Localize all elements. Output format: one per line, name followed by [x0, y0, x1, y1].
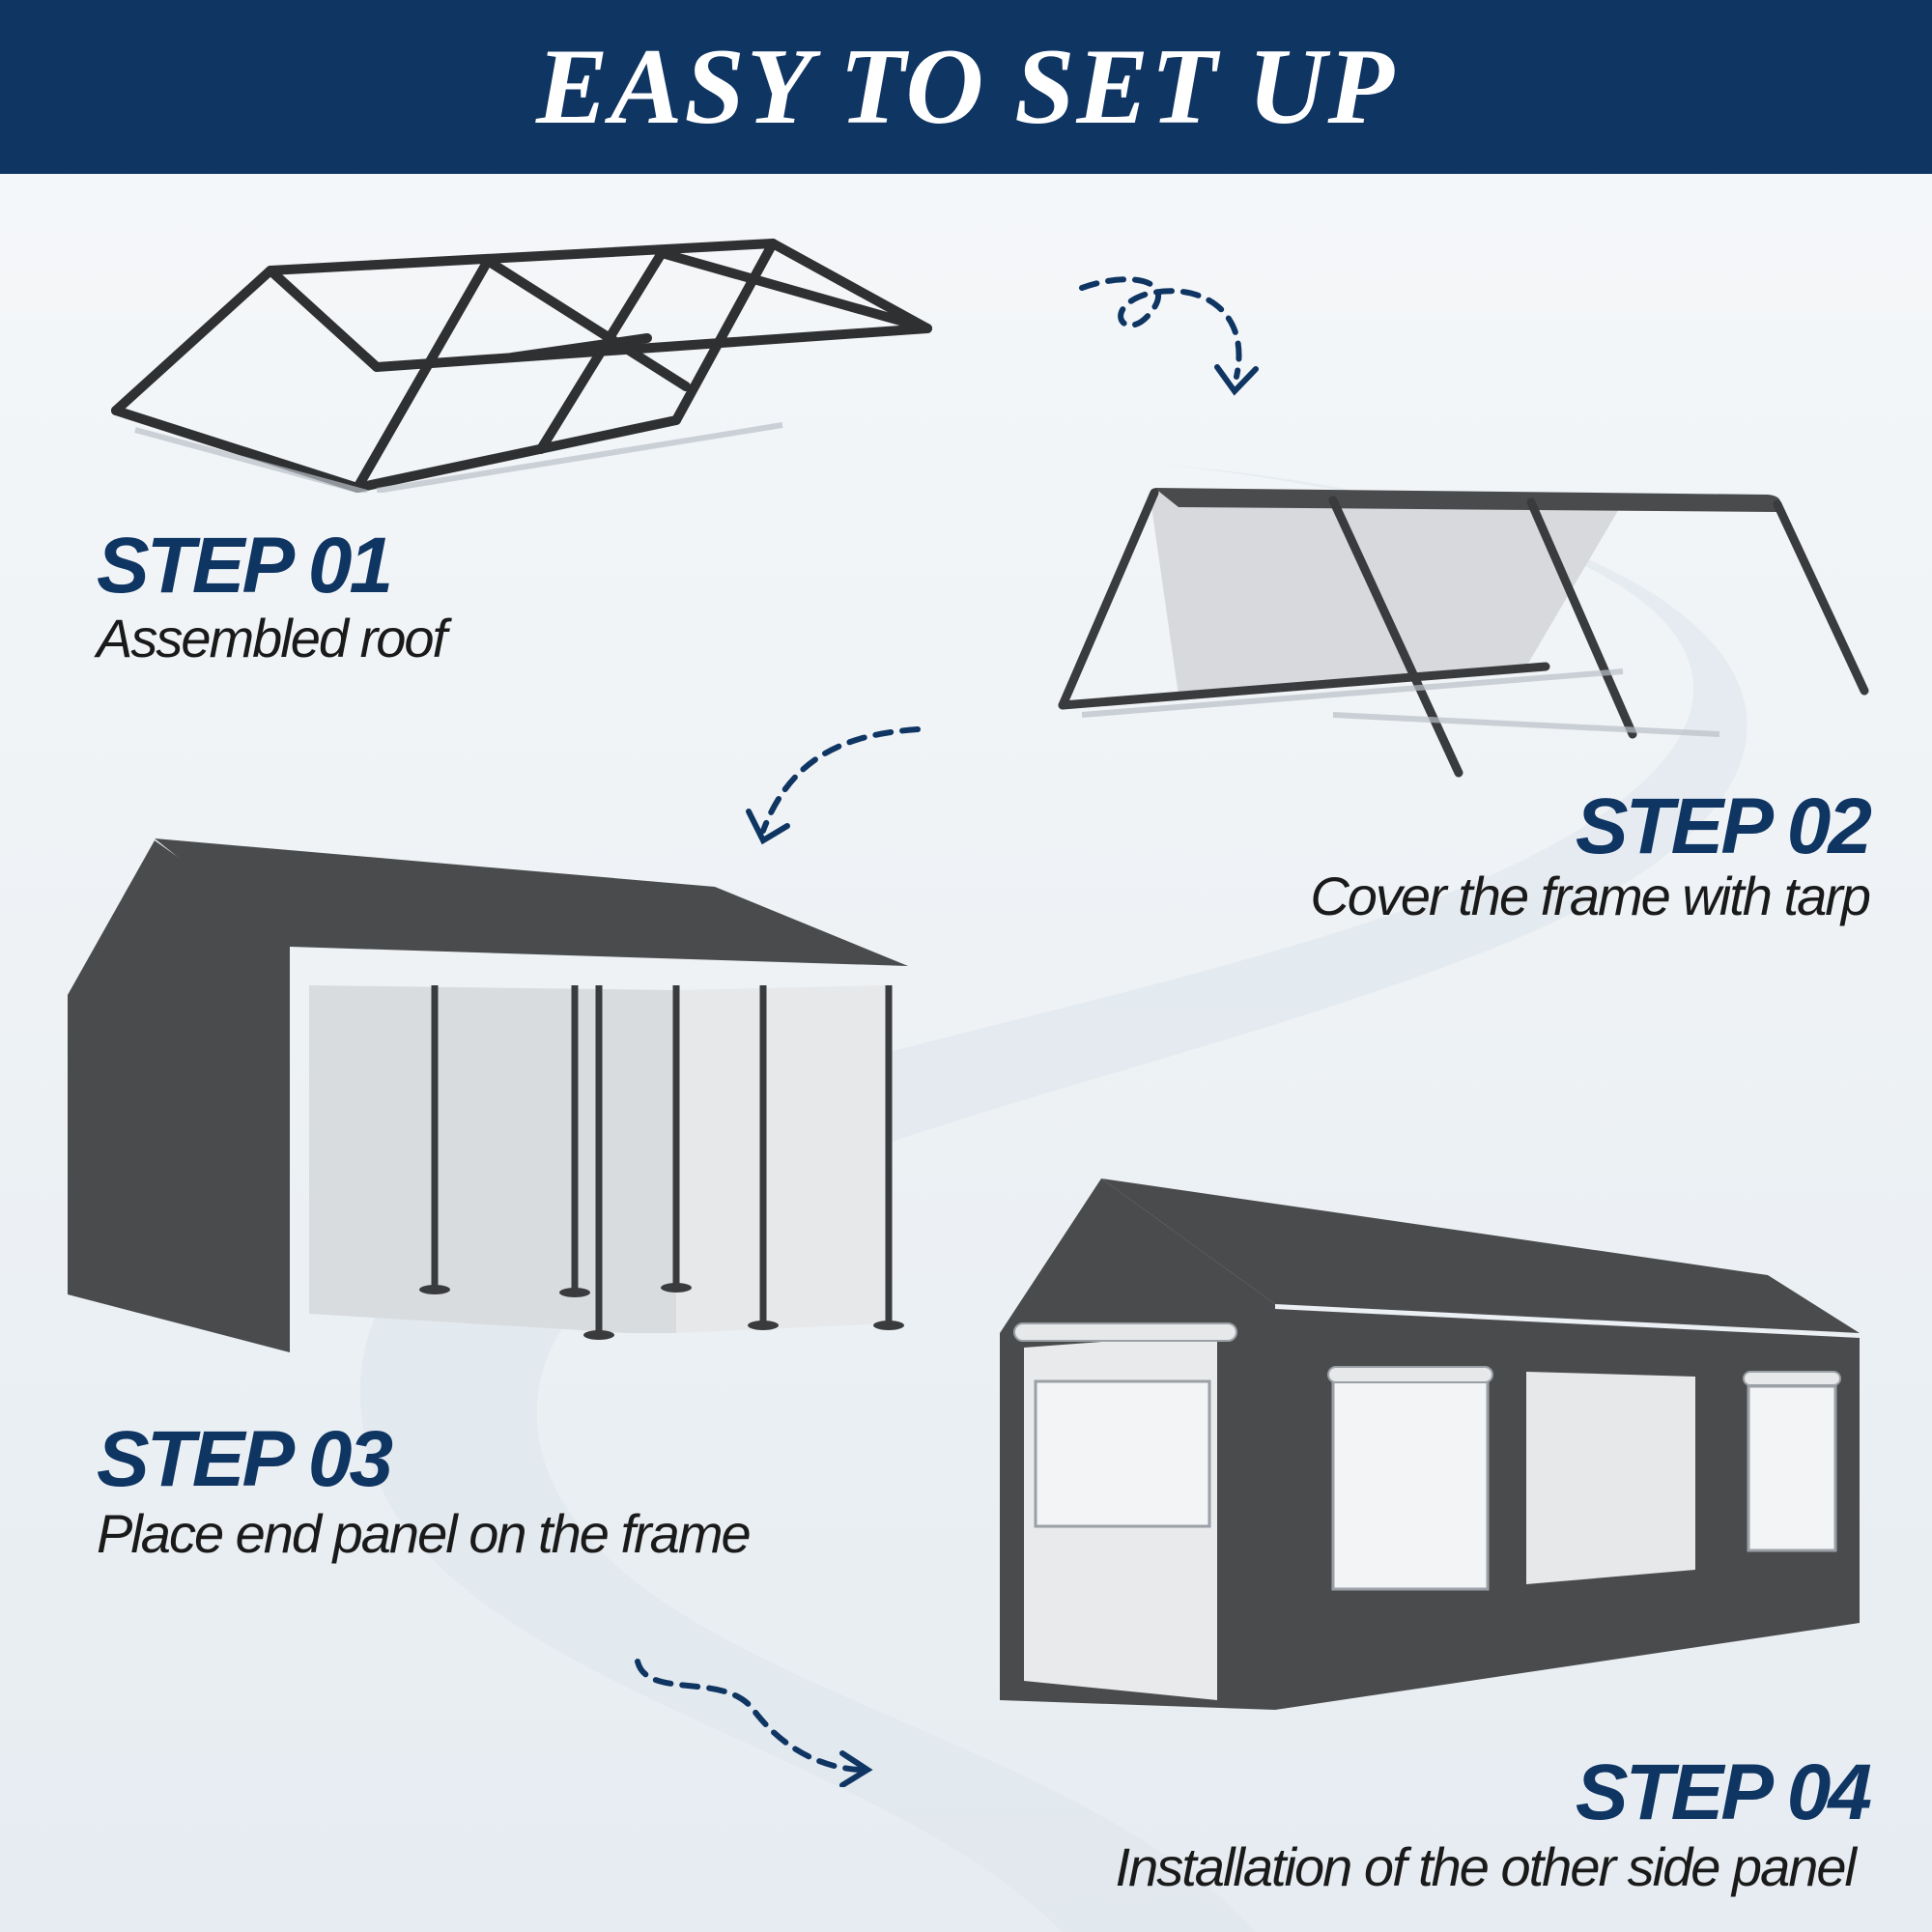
header-banner: EASY TO SET UP — [0, 0, 1932, 174]
frame-with-tarp-icon — [1058, 488, 1869, 778]
step-02-description: Cover the frame with tarp — [1310, 866, 1871, 926]
arrow-step2-to-step3-icon — [746, 726, 921, 845]
step-01-heading: STEP 01 — [97, 522, 393, 610]
step-03-heading: STEP 03 — [97, 1415, 393, 1503]
banner-title: EASY TO SET UP — [536, 27, 1396, 147]
tent-complete-icon — [1000, 1179, 1860, 1710]
step-04-description: Installation of the other side panel — [1115, 1836, 1857, 1897]
tent-end-panel-icon — [68, 838, 908, 1352]
arrow-step3-to-step4-icon — [635, 1659, 873, 1787]
step-04-heading: STEP 04 — [1575, 1748, 1872, 1836]
arrow-step1-to-step2-icon — [1079, 276, 1259, 396]
tent-frame-icon — [111, 239, 932, 493]
step-01-description: Assembled roof — [97, 608, 447, 668]
step-02-heading: STEP 02 — [1575, 782, 1872, 870]
step-03-description: Place end panel on the frame — [97, 1503, 752, 1564]
